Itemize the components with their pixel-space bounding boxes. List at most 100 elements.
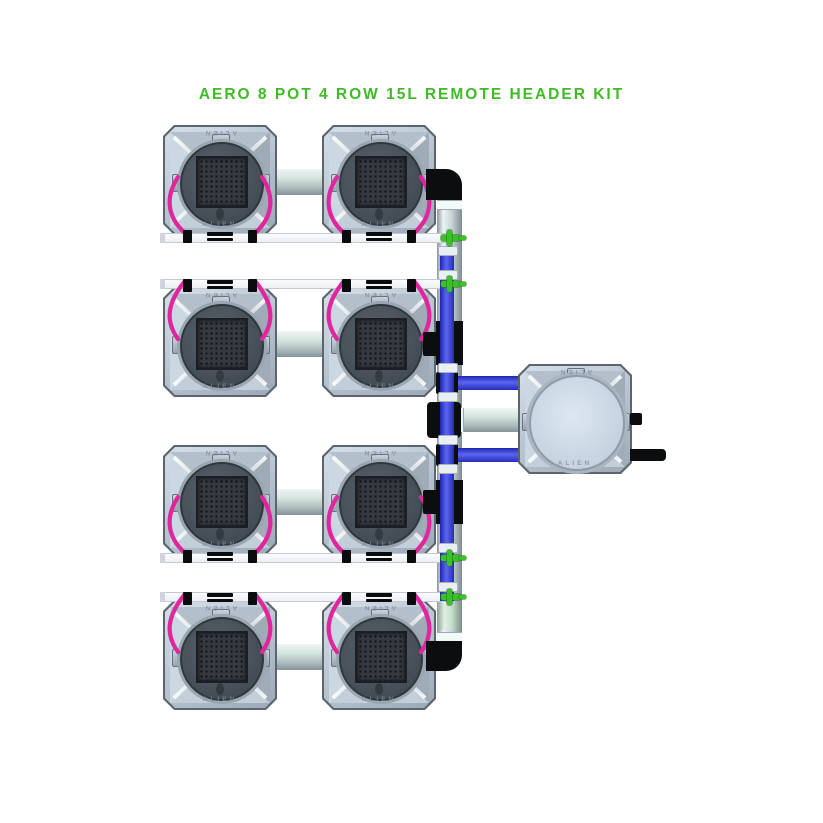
tee-clip-vertical — [447, 276, 452, 292]
lid-handle — [216, 208, 224, 220]
elbow-fitting-top — [426, 169, 462, 200]
tube-foot — [183, 550, 192, 563]
tee-clip-vertical — [447, 230, 452, 246]
tee-clip-arm — [459, 595, 466, 599]
row-manifold-bar — [160, 279, 448, 289]
net-basket-mesh — [355, 631, 407, 683]
header-feed-pipe-silver — [456, 408, 520, 432]
interpot-pipe — [276, 169, 323, 195]
brand-label-bottom: ALIEN — [202, 221, 238, 228]
bar-joiner-clip — [366, 552, 392, 556]
row-manifold-bar — [160, 553, 448, 563]
bar-joiner-clip — [207, 238, 233, 241]
row-tee-clip — [440, 229, 466, 247]
header-outlet-stub-small — [630, 413, 642, 425]
row-manifold-bar — [160, 592, 448, 602]
bar-joiner-clip — [366, 280, 392, 284]
tube-foot — [183, 230, 192, 243]
bar-joiner-clip — [207, 286, 233, 289]
tube-foot — [407, 230, 416, 243]
bar-joiner-clip — [366, 593, 392, 597]
bar-joiner-clip — [366, 238, 392, 241]
interpot-pipe — [276, 644, 323, 670]
bar-joiner-clip — [366, 558, 392, 561]
bar-joiner-clip — [366, 232, 392, 236]
bar-joiner-clip — [366, 286, 392, 289]
tube-foot — [342, 592, 351, 605]
tee-clip-vertical — [447, 550, 452, 566]
row-tee-clip — [440, 588, 466, 606]
row-tee-clip — [440, 549, 466, 567]
header-lid-circle — [529, 375, 625, 471]
lid-handle — [216, 370, 224, 382]
grow-pot: ALIEN ALIEN — [322, 287, 436, 397]
brand-label-bottom: ALIEN — [361, 696, 397, 703]
bar-joiner-clip — [207, 593, 233, 597]
brand-label-bottom: ALIEN — [361, 221, 397, 228]
elbow-fitting-bottom — [426, 641, 462, 671]
row-tee-clip — [440, 275, 466, 293]
tube-foot — [248, 230, 257, 243]
row-manifold-bar-cap — [160, 553, 165, 563]
header-outlet-stub-long — [630, 449, 666, 461]
row-manifold-bar-cap — [160, 592, 165, 602]
tee-clip-vertical — [447, 589, 452, 605]
brand-label-bottom: ALIEN — [202, 541, 238, 548]
header-return-pipe-bottom — [452, 448, 520, 462]
brand-label-bottom: ALIEN — [361, 541, 397, 548]
tube-foot — [248, 592, 257, 605]
net-basket-mesh — [196, 476, 248, 528]
brand-label-top: ALIEN — [202, 449, 238, 456]
bar-joiner-clip — [207, 599, 233, 602]
manifold-pipe-green-tint — [437, 603, 462, 630]
header-return-pipe-top — [452, 376, 520, 390]
tube-foot — [407, 592, 416, 605]
manifold-feed-pipe-blue — [440, 246, 454, 601]
row-manifold-bar-cap — [160, 279, 165, 289]
interpot-pipe — [276, 489, 323, 515]
row-manifold-bar — [160, 233, 448, 243]
diagram-title: AERO 8 POT 4 ROW 15L REMOTE HEADER KIT — [198, 86, 625, 103]
brand-label-bottom: ALIEN — [361, 383, 397, 390]
tube-foot — [407, 550, 416, 563]
net-basket-mesh — [196, 318, 248, 370]
tube-foot — [183, 279, 192, 292]
grow-pot: ALIEN ALIEN — [322, 125, 436, 235]
lid-handle — [216, 683, 224, 695]
bar-joiner-clip — [207, 552, 233, 556]
bar-joiner-clip — [207, 558, 233, 561]
tube-foot — [342, 550, 351, 563]
lid-handle — [375, 370, 383, 382]
net-basket-mesh — [196, 156, 248, 208]
brand-label-top: ALIEN — [361, 449, 397, 456]
grow-pot: ALIEN ALIEN — [322, 600, 436, 710]
interpot-pipe — [276, 331, 323, 357]
lid-handle — [375, 683, 383, 695]
brand-label-top: ALIEN — [202, 604, 238, 611]
manifold-pipe-cap-top — [437, 200, 462, 210]
bar-joiner-clip — [207, 280, 233, 284]
pipe-sleeve — [438, 435, 458, 445]
tube-foot — [407, 279, 416, 292]
lid-handle — [375, 528, 383, 540]
bar-joiner-clip — [207, 232, 233, 236]
tube-foot — [248, 550, 257, 563]
tube-foot — [342, 279, 351, 292]
brand-label-top: ALIEN — [361, 291, 397, 298]
brand-label-bottom: ALIEN — [202, 383, 238, 390]
brand-label-top: ALIEN — [361, 129, 397, 136]
lid-handle — [216, 528, 224, 540]
brand-label-top: ALIEN — [361, 604, 397, 611]
tee-fitting-row2-stub — [423, 332, 438, 356]
grow-pot: ALIEN ALIEN — [163, 445, 277, 555]
lid-handle — [375, 208, 383, 220]
tube-foot — [183, 592, 192, 605]
tube-foot — [248, 279, 257, 292]
net-basket-mesh — [355, 156, 407, 208]
pipe-sleeve — [438, 464, 458, 474]
